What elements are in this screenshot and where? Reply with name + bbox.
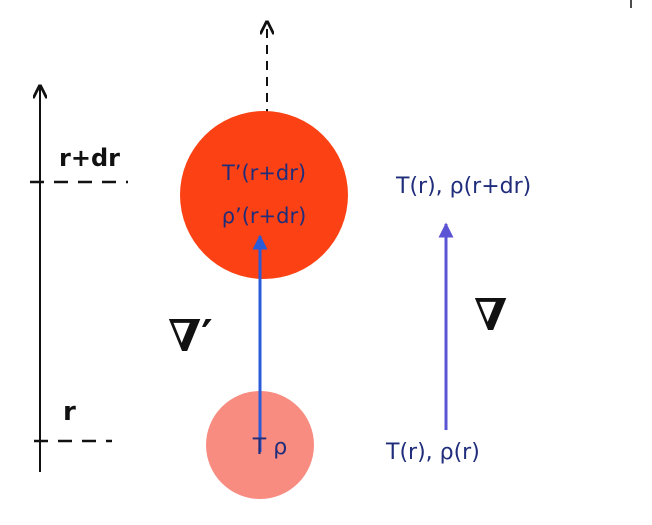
displaced-bubble xyxy=(180,111,348,279)
nabla-prime-symbol: ∇′ xyxy=(168,311,213,362)
nabla-symbol: ∇ xyxy=(474,290,507,341)
ambient-lower-label: T(r), ρ(r) xyxy=(385,440,480,465)
displaced-bubble-temperature: T’(r+dr) xyxy=(221,161,306,185)
label-r-plus-dr: r+dr xyxy=(59,144,120,172)
displaced-bubble-density: ρ’(r+dr) xyxy=(222,204,307,228)
label-r: r xyxy=(63,397,76,427)
initial-bubble-label: T ρ xyxy=(252,435,287,460)
ambient-upper-label: T(r), ρ(r+dr) xyxy=(395,174,531,199)
